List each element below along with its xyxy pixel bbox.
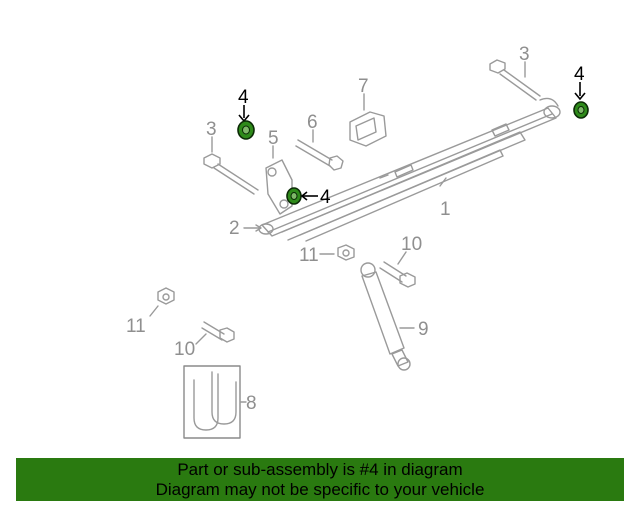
parts-diagram: 1 2 3 3 4 4 4 5 6 7 8 9 10 10 11 11 xyxy=(126,44,589,439)
callout-7: 7 xyxy=(358,76,369,97)
bracket xyxy=(349,93,387,147)
bushing-right xyxy=(573,82,589,119)
callout-4-mid: 4 xyxy=(320,187,331,208)
bolt-6 xyxy=(295,129,344,171)
nut-11-left xyxy=(149,287,175,317)
callout-4-top-left: 4 xyxy=(238,87,249,108)
bushing-top-left xyxy=(237,105,255,140)
banner-line-2: Diagram may not be specific to your vehi… xyxy=(155,480,485,499)
nut-11-center xyxy=(319,244,355,261)
callout-5: 5 xyxy=(268,128,279,149)
callout-3-right: 3 xyxy=(519,44,530,65)
shackle xyxy=(265,145,293,215)
callout-6: 6 xyxy=(307,112,318,133)
bolt-10-right xyxy=(379,251,416,288)
callout-2: 2 xyxy=(229,218,240,239)
bolt-10-left xyxy=(195,321,235,345)
callout-11-left: 11 xyxy=(126,316,146,337)
callout-3-left: 3 xyxy=(206,119,217,140)
callout-10-right: 10 xyxy=(401,234,422,255)
callout-1: 1 xyxy=(440,199,451,220)
callout-11-center: 11 xyxy=(299,245,319,266)
callout-9: 9 xyxy=(418,319,429,340)
callout-4-right: 4 xyxy=(574,64,585,85)
info-banner: Part or sub-assembly is #4 in diagram Di… xyxy=(16,458,624,501)
leaf-spring xyxy=(258,97,561,242)
callout-10-left: 10 xyxy=(174,339,195,360)
bolt-top-left xyxy=(203,136,259,195)
shock-absorber xyxy=(360,262,415,371)
u-bolt xyxy=(183,365,247,439)
callout-8: 8 xyxy=(246,393,257,414)
banner-line-1: Part or sub-assembly is #4 in diagram xyxy=(177,460,463,479)
bushing-mid xyxy=(286,187,318,205)
bolt-top-right xyxy=(489,59,541,101)
shackle-bolt-leader xyxy=(243,224,262,232)
